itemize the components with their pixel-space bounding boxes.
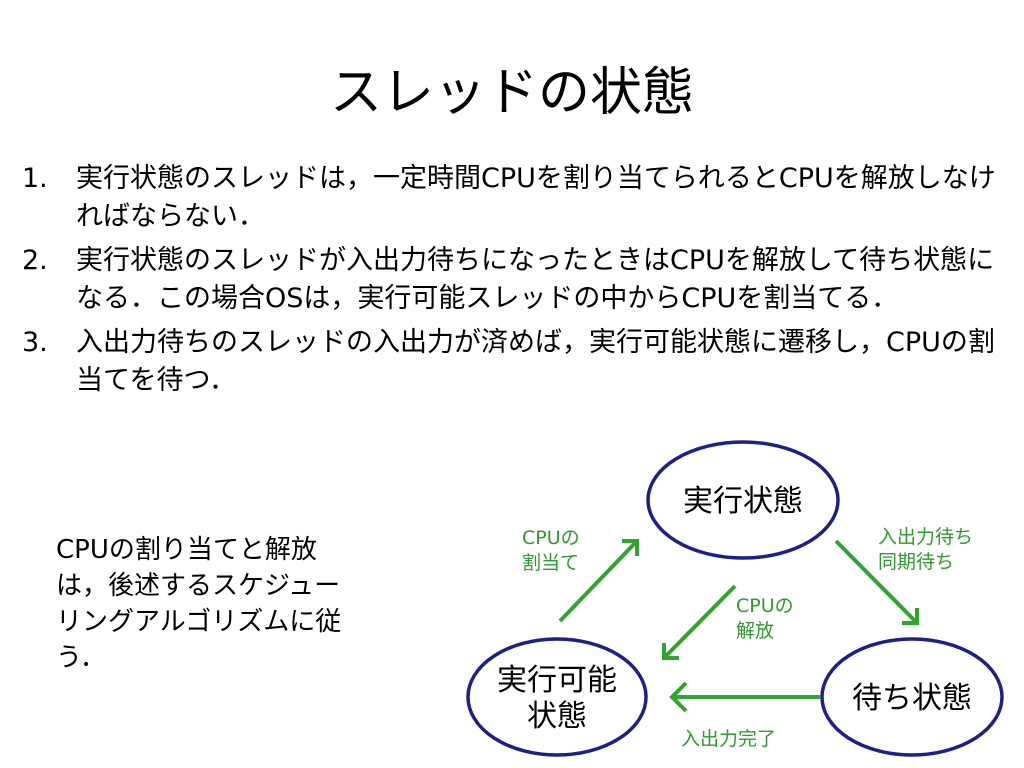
edge-io-done-arrowhead [669,681,688,713]
edge-io-wait-arrow [834,539,919,625]
state-running-node [646,440,840,560]
edge-assign-label-line2: 割当て [522,552,579,574]
edge-release-label-line2: 解放 [736,620,774,642]
bullet-text: 実行状態のスレッドが入出力待ちになったときはCPUを解放して待ち状態になる．この… [76,245,995,314]
edge-assign-arrow [558,539,639,623]
state-ready-label-line2: 状態 [527,699,587,734]
edge-io-wait-label-line2: 同期待ち [878,551,954,573]
edge-release-arrowhead [662,643,679,660]
bullet-item: 3. 入出力待ちのスレッドの入出力が済めば，実行可能状態に遷移し，CPUの割当て… [22,324,1012,400]
bullet-text: 実行状態のスレッドは，一定時間CPUを割り当てられるとCPUを解放しなければなら… [76,163,996,232]
state-ready-label-line1: 実行可能 [497,663,617,698]
edge-release-arrow [662,584,737,660]
bullet-item: 2. 実行状態のスレッドが入出力待ちになったときはCPUを解放して待ち状態になる… [22,242,1012,318]
edge-release-label-line1: CPUの [736,595,794,617]
bullet-item: 1. 実行状態のスレッドは，一定時間CPUを割り当てられるとCPUを解放しなけれ… [22,160,1012,236]
edge-io-wait-arrowhead [902,608,919,625]
bullet-number: 2. [22,245,48,276]
edge-assign-label-line1: CPUの [522,527,580,549]
state-waiting-node [820,637,1004,757]
state-ready-node [466,637,648,757]
state-waiting-label: 待ち状態 [852,681,972,716]
bullet-number: 3. [22,327,48,358]
bullet-text: 入出力待ちのスレッドの入出力が済めば，実行可能状態に遷移し，CPUの割当てを待つ… [76,327,995,396]
scheduling-note: CPUの割り当てと解放は，後述するスケジューリングアルゴリズムに従う． [56,535,342,673]
slide-title: スレッドの状態 [329,63,694,123]
bullet-list: 1. 実行状態のスレッドは，一定時間CPUを割り当てられるとCPUを解放しなけれ… [22,160,1012,406]
state-running-label: 実行状態 [683,484,803,519]
edge-io-done-label: 入出力完了 [681,728,776,750]
bullet-number: 1. [22,163,48,194]
edge-assign-arrowhead [622,539,639,556]
edge-io-wait-label-line1: 入出力待ち [878,526,973,548]
